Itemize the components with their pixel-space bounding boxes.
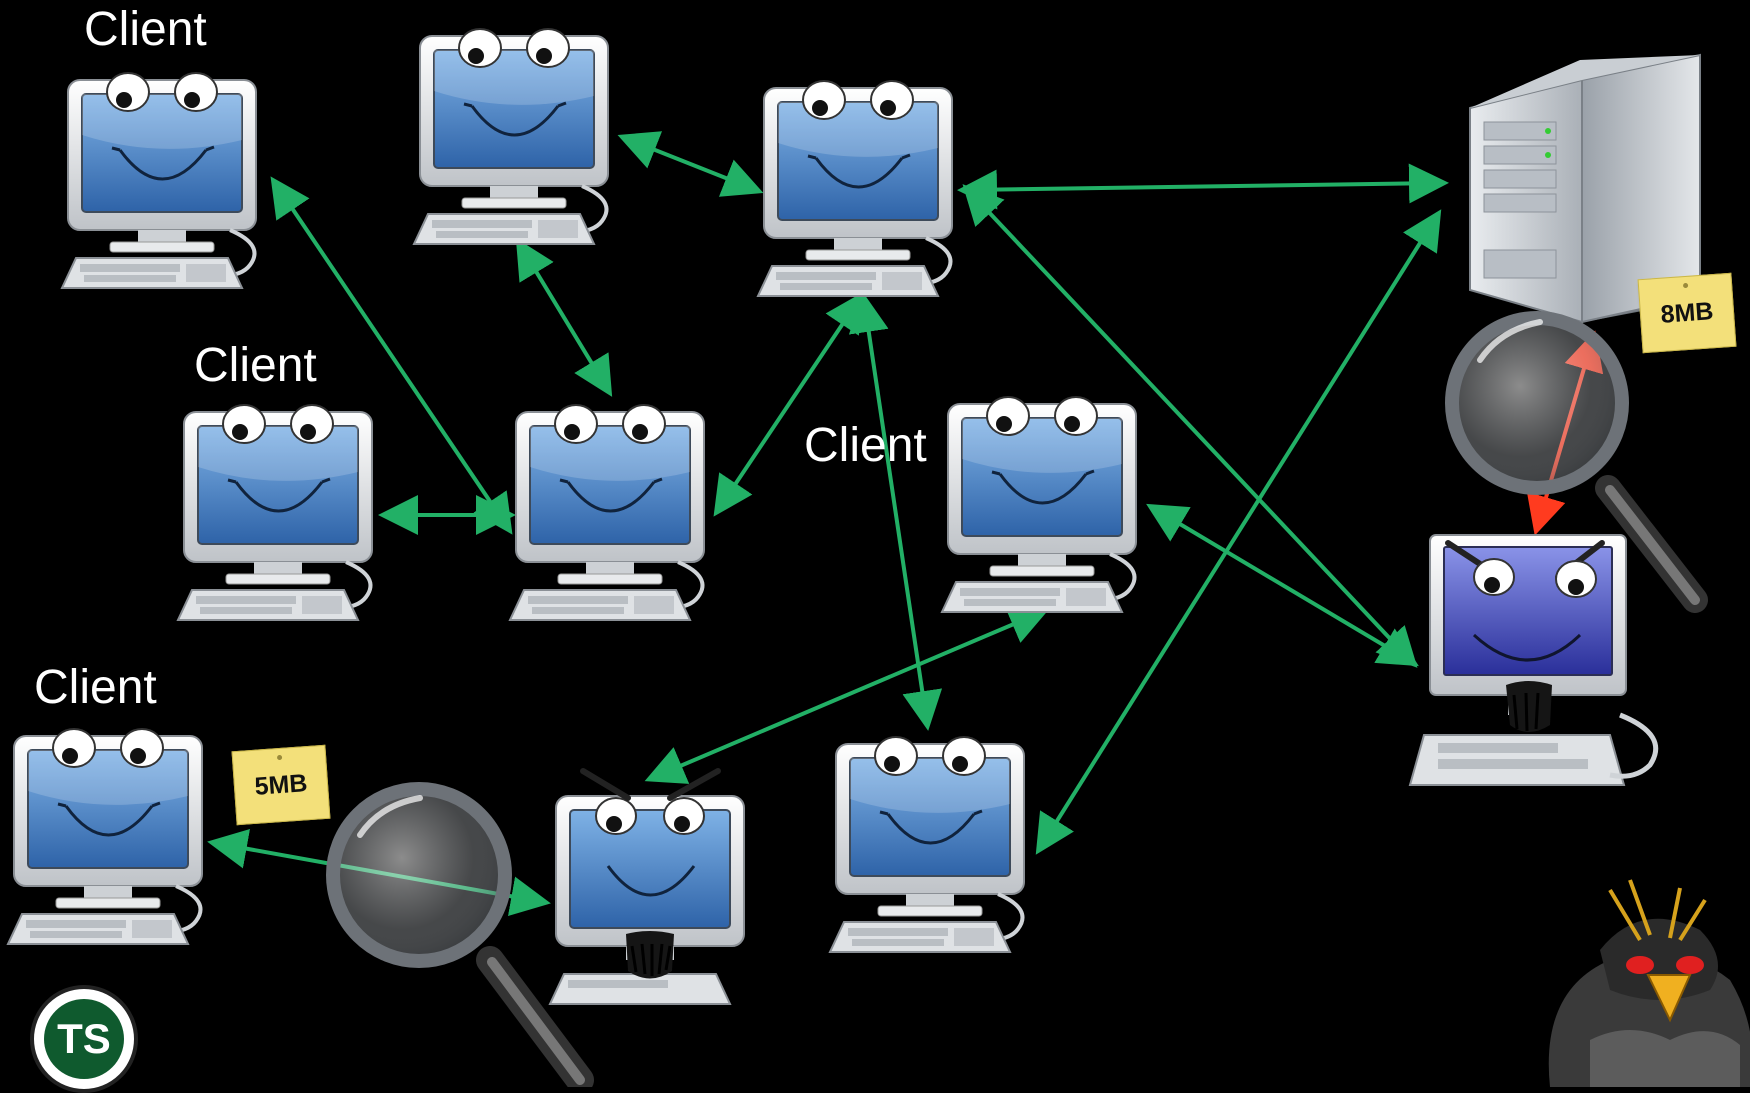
link [644,606,1050,784]
happy-computer-icon [508,403,706,622]
link [617,131,764,197]
bearded-spy-computer-icon [550,771,744,1004]
server-tower-icon [1469,53,1701,324]
happy-computer-icon [60,71,258,290]
link [848,292,943,731]
happy-computer-icon [756,79,954,298]
link [713,291,865,517]
link [1035,209,1442,855]
client-label: Client [84,3,207,56]
angry-penguin-icon [1548,879,1750,1087]
happy-computer-icon [176,403,374,622]
client-label: Client [194,339,317,392]
logo-text: TS [44,999,124,1079]
magnifying-glass-icon [326,782,594,1087]
bearded-spy-computer-icon [1408,534,1659,786]
link [270,176,513,535]
happy-computer-icon [6,727,204,946]
ts-logo: TS [30,985,138,1093]
link [515,238,613,397]
magnifying-glass-icon [1445,311,1708,613]
connections [207,131,1449,917]
link [957,163,1449,210]
happy-computer-icon [828,735,1026,954]
happy-computer-icon [412,27,610,246]
happy-computer-icon [940,395,1138,614]
client-label: Client [804,419,927,472]
client-label: Client [34,661,157,714]
file-size-note: 8MB [1637,272,1737,354]
file-size-note: 5MB [231,744,331,826]
link [1146,503,1419,667]
